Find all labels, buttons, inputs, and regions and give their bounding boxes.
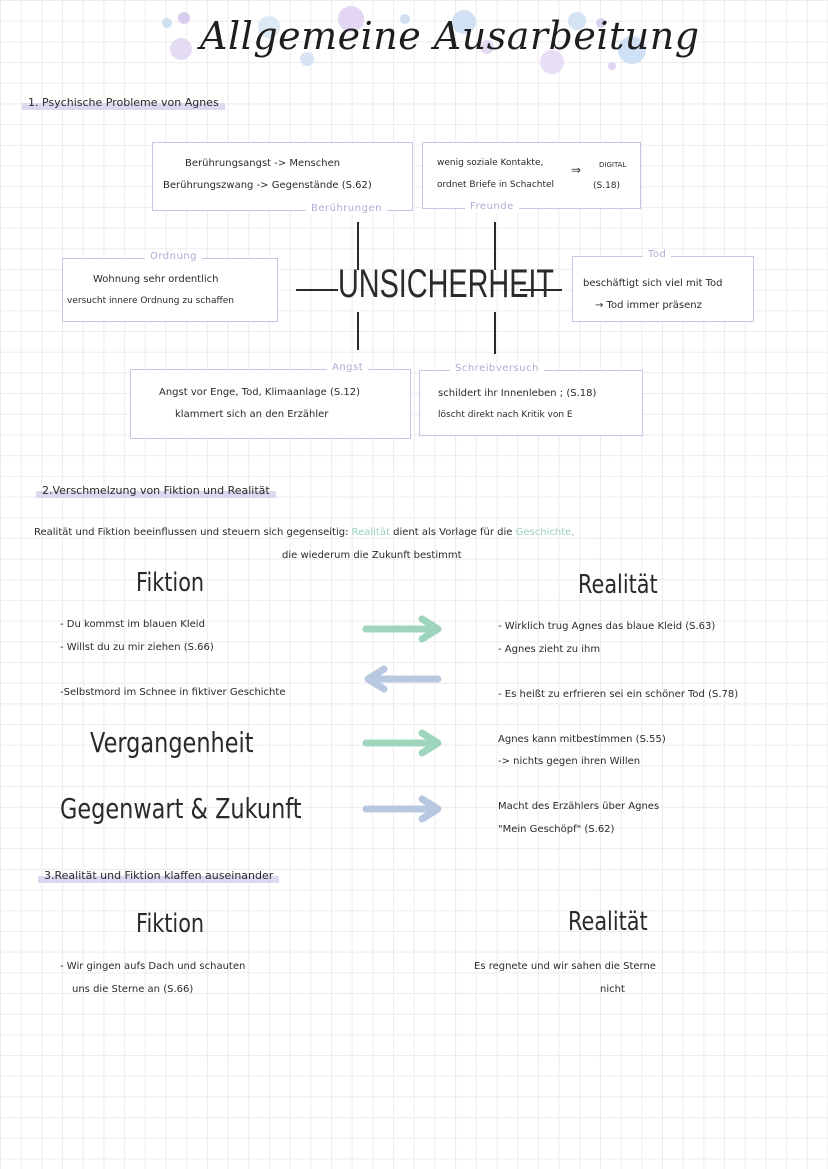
intro-text-line1: Realität und Fiktion beeinflussen und st… <box>34 527 574 538</box>
arrow-left-blue-icon <box>364 665 442 693</box>
realitaet-item: "Mein Geschöpf" (S.62) <box>498 824 615 835</box>
box-label-schreibversuch: Schreibversuch <box>450 363 544 374</box>
realitaet-item: - Wirklich trug Agnes das blaue Kleid (S… <box>498 621 716 632</box>
section-heading-3: 3.Realität und Fiktion klaffen auseinand… <box>38 868 280 883</box>
realitaet-item: - Es heißt zu erfrieren sei ein schöner … <box>498 689 739 700</box>
box-ordnung: Ordnung Wohnung sehr ordentlich versucht… <box>62 251 278 322</box>
section-heading-2: 2.Verschmelzung von Fiktion und Realität <box>36 483 276 498</box>
double-arrow-icon: ⇒ <box>571 163 582 177</box>
box-label-tod: Tod <box>643 249 672 260</box>
connector-line <box>357 222 359 270</box>
box-beruehrungen: Berührungsangst -> Menschen Berührungszw… <box>152 142 413 214</box>
fiktion-item: - Du kommst im blauen Kleid <box>60 619 205 630</box>
fiktion-item: - Wir gingen aufs Dach und schauten <box>60 961 246 972</box>
fiktion-item: - Willst du zu mir ziehen (S.66) <box>60 642 214 653</box>
box-angst: Angst Angst vor Enge, Tod, Klimaanlage (… <box>130 362 411 439</box>
box-line: löscht direkt nach Kritik von E <box>438 410 573 420</box>
box-label-freunde: Freunde <box>465 201 519 212</box>
intro-text-line2: die wiederum die Zukunft bestimmt <box>282 550 462 561</box>
connector-line <box>520 289 562 291</box>
box-line: Wohnung sehr ordentlich <box>93 274 219 285</box>
box-label-angst: Angst <box>327 362 369 373</box>
box-line: (S.18) <box>593 181 621 191</box>
column-heading-realitaet: Realität <box>578 570 658 600</box>
realitaet-item: nicht <box>600 984 625 995</box>
label-vergangenheit: Vergangenheit <box>90 726 254 759</box>
arrow-right-blue-icon <box>362 795 442 823</box>
box-schreibversuch: Schreibversuch schildert ihr Innenleben … <box>419 363 643 436</box>
connector-line <box>494 312 496 354</box>
column-heading-realitaet-3: Realität <box>568 907 648 937</box>
box-line: Berührungszwang -> Gegenstände (S.62) <box>163 180 372 191</box>
box-label-ordnung: Ordnung <box>145 251 203 262</box>
connector-line <box>494 222 496 270</box>
box-line: schildert ihr Innenleben ; (S.18) <box>438 388 597 399</box>
page-title: Allgemeine Ausarbeitung <box>200 14 700 58</box>
box-line: Angst vor Enge, Tod, Klimaanlage (S.12) <box>159 387 360 398</box>
box-line: versucht innere Ordnung zu schaffen <box>67 296 234 306</box>
realitaet-item: -> nichts gegen ihren Willen <box>498 756 641 767</box>
fiktion-item: uns die Sterne an (S.66) <box>72 984 194 995</box>
realitaet-item: Agnes kann mitbestimmen (S.55) <box>498 734 666 745</box>
box-line: DIGITAL <box>599 161 627 169</box>
box-line: klammert sich an den Erzähler <box>175 409 329 420</box>
box-line: ordnet Briefe in Schachtel <box>437 180 555 190</box>
box-line: → Tod immer präsenz <box>595 300 702 311</box>
column-heading-fiktion: Fiktion <box>136 568 205 598</box>
intro-text-part: Realität und Fiktion beeinflussen und st… <box>34 527 349 538</box>
intro-highlight-geschichte: Geschichte, <box>515 527 575 538</box>
section-heading-1: 1. Psychische Probleme von Agnes <box>22 95 225 110</box>
fiktion-item: -Selbstmord im Schnee in fiktiver Geschi… <box>60 687 286 698</box>
realitaet-item: Es regnete und wir sahen die Sterne <box>474 961 656 972</box>
box-line: Berührungsangst -> Menschen <box>185 158 341 169</box>
arrow-right-green-icon <box>362 615 442 643</box>
arrow-right-green-icon <box>362 729 442 757</box>
box-line: beschäftigt sich viel mit Tod <box>583 278 723 289</box>
box-line: wenig soziale Kontakte, <box>437 158 544 168</box>
realitaet-item: - Agnes zieht zu ihm <box>498 644 601 655</box>
intro-highlight-realitaet: Realität <box>351 527 390 538</box>
center-topic: UNSICHERHEIT <box>338 262 555 306</box>
connector-line <box>357 312 359 350</box>
realitaet-item: Macht des Erzählers über Agnes <box>498 801 660 812</box>
intro-text-part: dient als Vorlage für die <box>393 527 513 538</box>
connector-line <box>296 289 338 291</box>
box-freunde: wenig soziale Kontakte, ordnet Briefe in… <box>422 142 641 212</box>
column-heading-fiktion-3: Fiktion <box>136 909 205 939</box>
box-label-beruehrungen: Berührungen <box>306 203 387 214</box>
box-tod: Tod beschäftigt sich viel mit Tod → Tod … <box>572 249 754 322</box>
label-gegenwart-zukunft: Gegenwart & Zukunft <box>60 792 302 825</box>
